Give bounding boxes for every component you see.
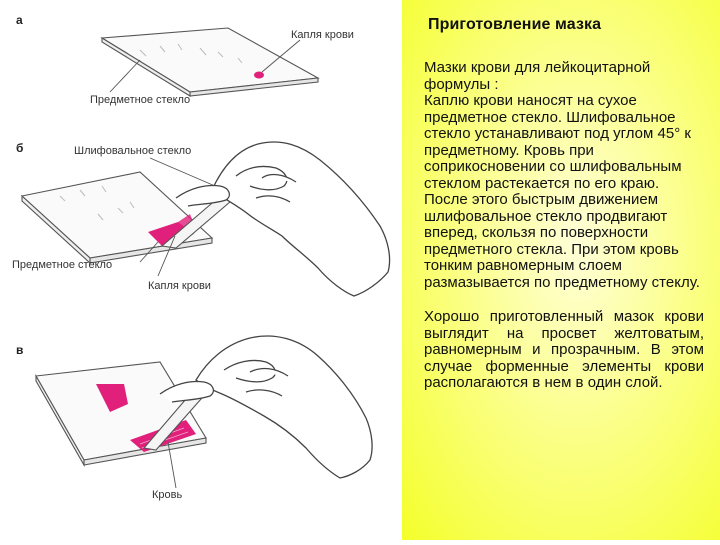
slide-b-texture bbox=[59, 185, 135, 221]
spreader-leader bbox=[149, 157, 216, 187]
procedure-paragraph: Каплю крови наносят на сухое предметное … bbox=[424, 92, 700, 291]
hand-b bbox=[175, 141, 391, 297]
step-c-label: в bbox=[16, 343, 23, 357]
illustration-svg: а Капля крови Предметное стекло б Шлифов… bbox=[12, 13, 391, 501]
slide-a-leader bbox=[109, 59, 141, 93]
slide-b bbox=[20, 171, 214, 265]
blood-c-leader bbox=[167, 441, 177, 489]
label-blood: Кровь bbox=[152, 489, 182, 501]
slide-a-texture bbox=[139, 43, 243, 64]
drop-b-leader bbox=[157, 235, 176, 277]
label-slide-mid: Предметное стекло bbox=[12, 259, 112, 271]
text-panel: Приготовление мазка Мазки крови для лейк… bbox=[402, 0, 720, 540]
blood-drop-a bbox=[254, 71, 264, 79]
slide-title: Приготовление мазка bbox=[428, 16, 602, 33]
quality-paragraph: Хорошо приготовленный мазок крови выгляд… bbox=[424, 308, 704, 391]
label-spreader: Шлифовальное стекло bbox=[74, 145, 191, 157]
blood-smear-c bbox=[96, 384, 128, 412]
drop-a-leader bbox=[261, 39, 301, 73]
label-drop-mid: Капля крови bbox=[148, 280, 211, 292]
step-a-label: а bbox=[16, 13, 23, 27]
smear-illustration: а Капля крови Предметное стекло б Шлифов… bbox=[12, 13, 391, 501]
step-b-label: б bbox=[16, 141, 23, 155]
slide-a bbox=[100, 27, 320, 97]
slide-b-leader bbox=[139, 241, 159, 263]
intro-paragraph: Мазки крови для лейкоцитарной формулы : bbox=[424, 59, 651, 93]
hand-c bbox=[159, 335, 373, 479]
label-slide-top: Предметное стекло bbox=[90, 94, 190, 106]
label-drop-top: Капля крови bbox=[291, 29, 354, 41]
